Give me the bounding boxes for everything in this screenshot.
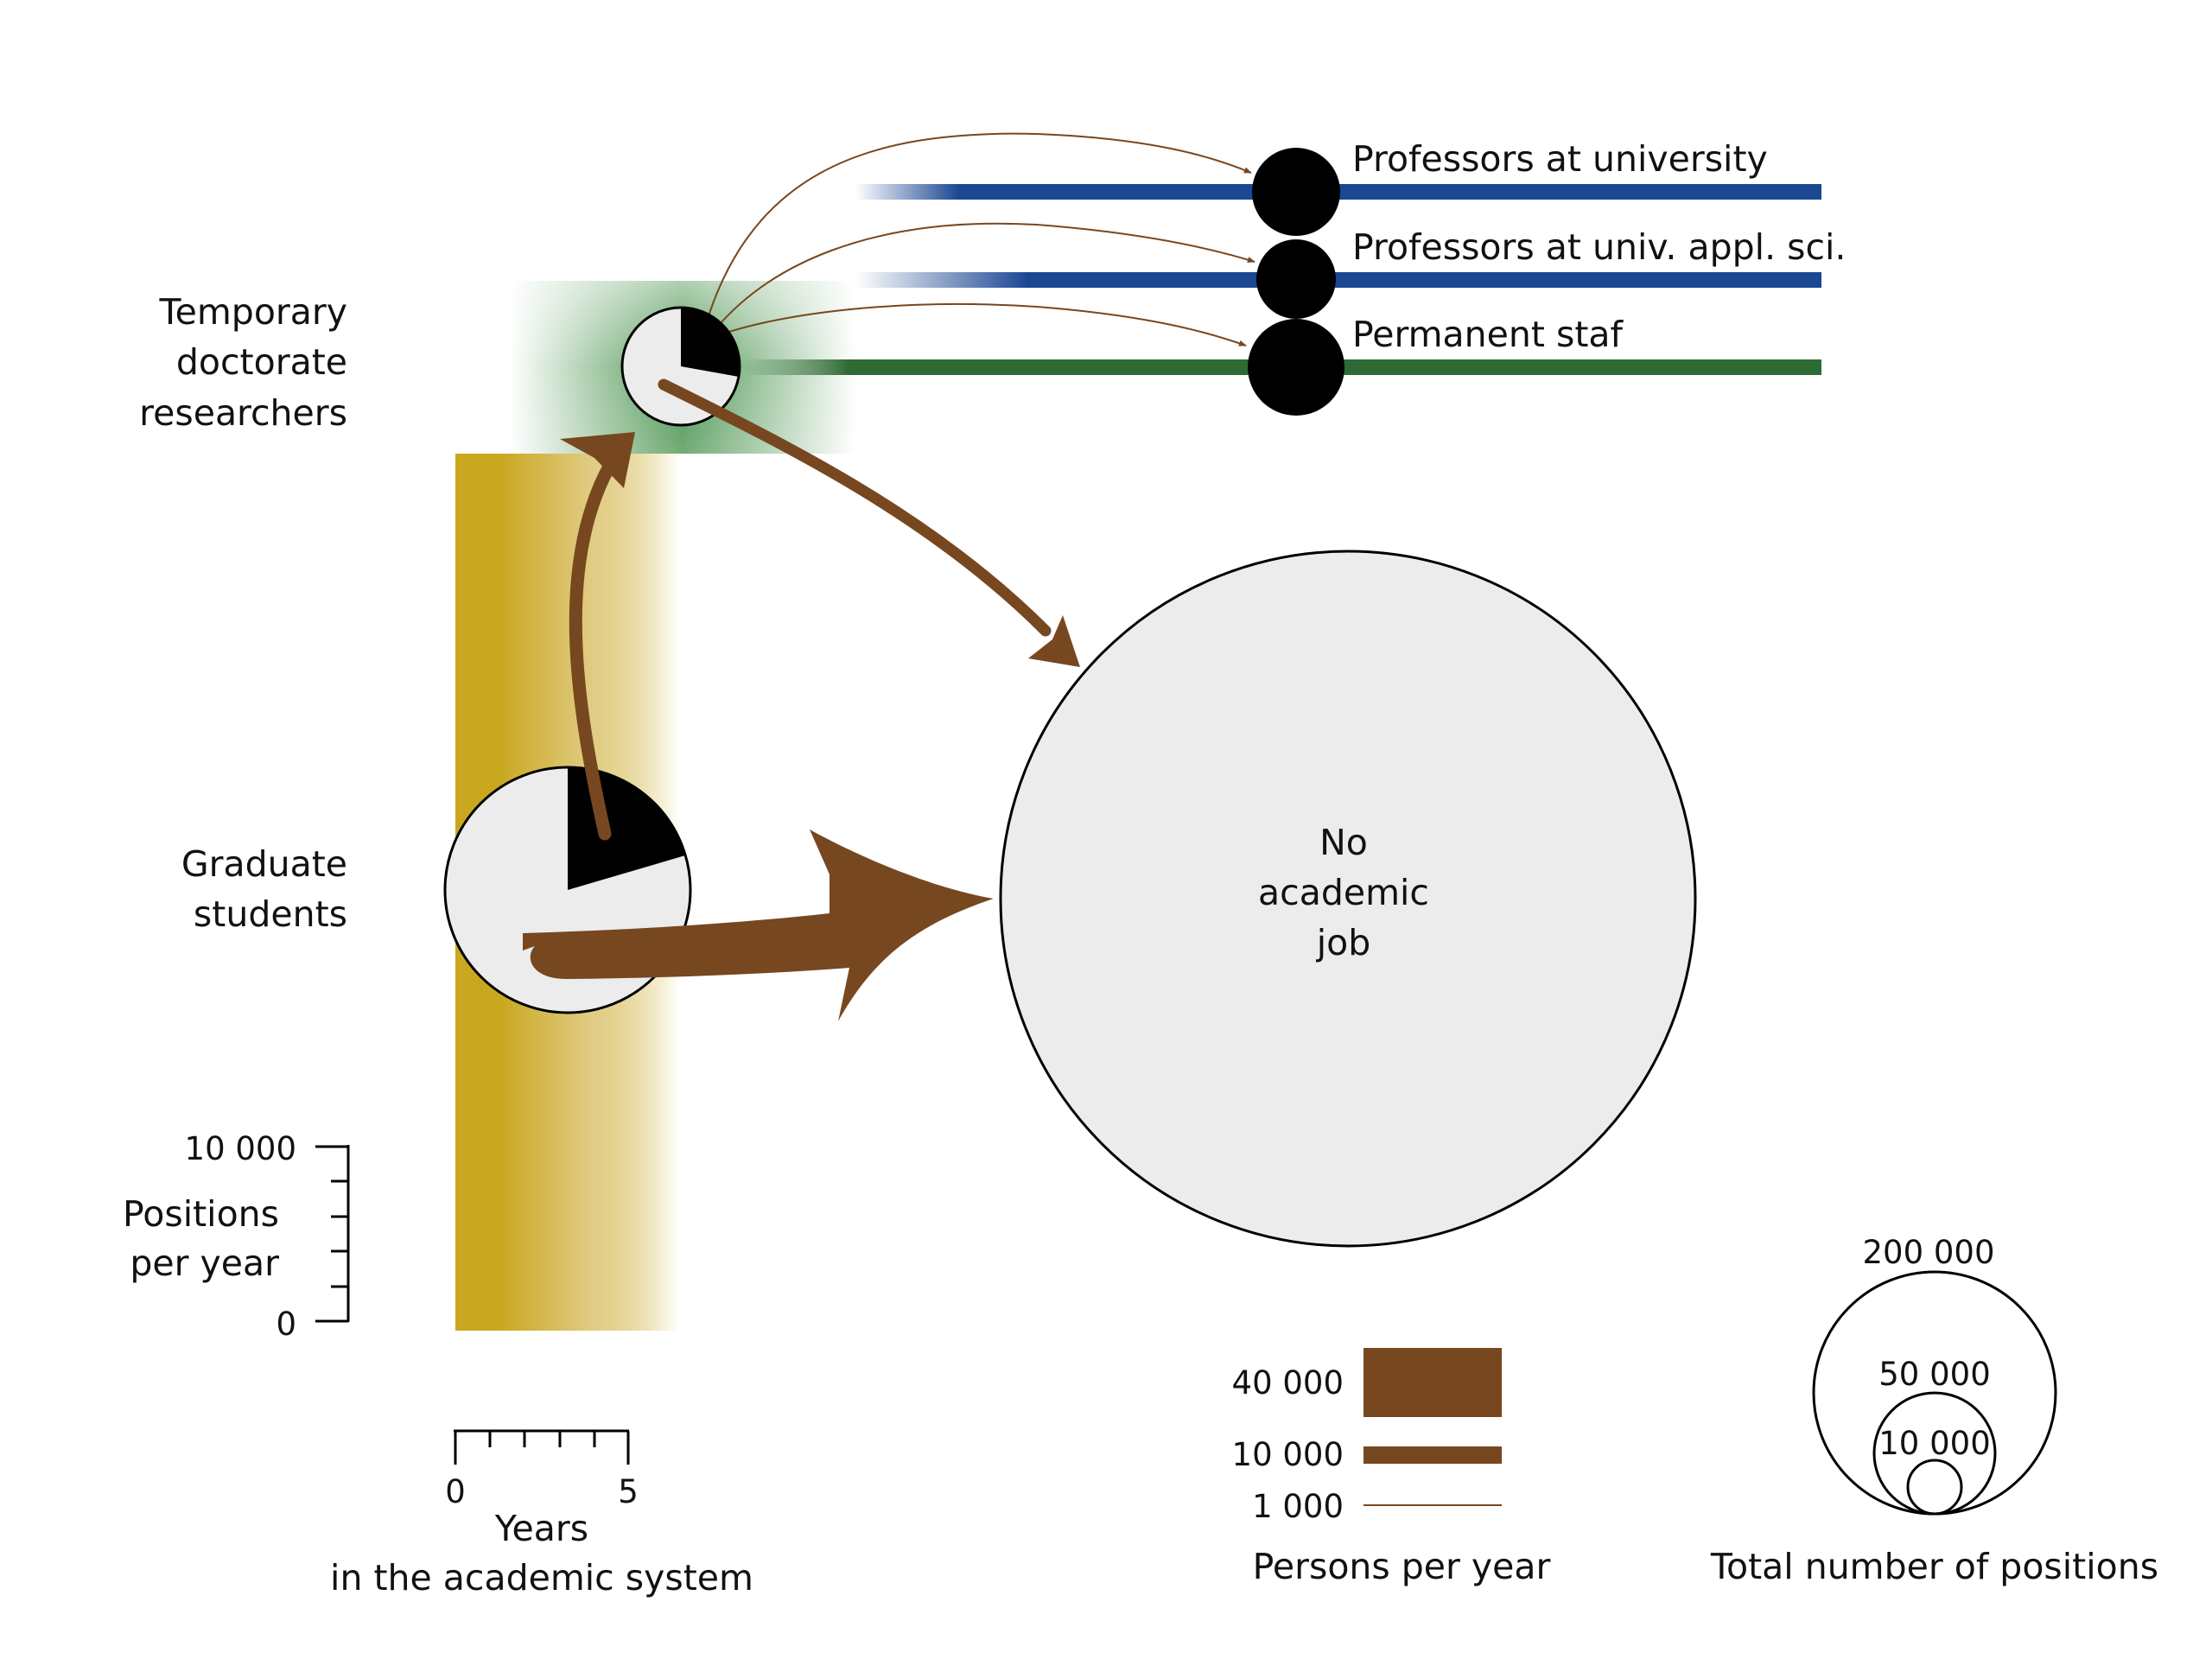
flow-legend-swatch-10000 [1363, 1446, 1502, 1464]
no-academic-job-circle [999, 550, 1697, 1248]
years-axis-min: 0 [445, 1473, 466, 1510]
graduate-students-label: Graduate students [181, 843, 347, 935]
years-axis-label-line-1: Years [494, 1508, 588, 1549]
flow-legend-label-40000: 40 000 [1232, 1364, 1344, 1402]
size-legend-label-10000: 10 000 [1878, 1425, 1990, 1462]
no-academic-job-label: No academic job [1258, 822, 1429, 963]
flow-legend-swatch-1000 [1363, 1504, 1502, 1506]
career-label-uas: Professors at univ. appl. sci. [1352, 226, 1846, 268]
flow-graduate-to-no-job [523, 830, 994, 1021]
no-academic-job-label-line-2: academic [1258, 872, 1429, 913]
positions-axis-label-line-2: per year [130, 1243, 279, 1284]
no-academic-job-label-line-3: job [1316, 922, 1371, 963]
positions-axis-min: 0 [276, 1306, 296, 1343]
flow-legend-label-10000: 10 000 [1232, 1436, 1344, 1473]
positions-axis-max: 10 000 [185, 1130, 296, 1167]
career-line-uas [855, 272, 1028, 288]
size-legend-circle-10000 [1906, 1459, 1963, 1516]
node-professors-uas [1256, 239, 1336, 319]
years-axis-max: 5 [618, 1473, 639, 1510]
size-legend-label-200000: 200 000 [1862, 1234, 1994, 1271]
thin-career-flows [699, 132, 1255, 351]
size-legend-title: Total number of positions [1710, 1546, 2158, 1587]
graduate-students-label-line-2: students [194, 893, 347, 935]
career-line-permanent [745, 359, 849, 375]
temporary-doctorate-label-line-1: Temporary [159, 291, 347, 333]
flow-doctorate-to-no-job [658, 378, 1052, 637]
size-legend-label-50000: 50 000 [1878, 1356, 1990, 1393]
node-professors-university [1252, 148, 1340, 236]
temporary-doctorate-label: Temporary doctorate researchers [139, 291, 347, 434]
flow-to-university [699, 132, 1252, 346]
size-legend: 200 000 50 000 10 000 Total number of po… [1710, 1234, 2158, 1587]
flow-legend-label-1000: 1 000 [1252, 1488, 1344, 1525]
career-nodes [1248, 148, 1344, 416]
flow-legend-swatch-40000 [1363, 1348, 1502, 1417]
career-line-university-solid [957, 184, 1821, 200]
arrowhead-graduate-to-doctorate [560, 432, 635, 488]
positions-axis [315, 1145, 350, 1323]
flow-to-permanent [701, 302, 1247, 346]
flow-to-uas [699, 222, 1255, 351]
career-line-uas-solid [1027, 272, 1821, 288]
years-axis [454, 1429, 630, 1465]
years-axis-label-line-2: in the academic system [330, 1557, 753, 1599]
flow-legend-title: Persons per year [1253, 1546, 1551, 1587]
career-label-permanent: Permanent staf [1352, 314, 1624, 355]
no-academic-job-label-line-1: No [1319, 822, 1368, 863]
arrowhead-doctorate-to-no-job [1028, 615, 1080, 667]
doctorate-pie [620, 306, 741, 427]
flow-graduate-to-doctorate [569, 460, 616, 841]
temporary-doctorate-label-line-3: researchers [139, 392, 347, 434]
node-permanent-staff [1248, 319, 1344, 416]
career-line-university [855, 184, 959, 200]
positions-axis-label-line-1: Positions [123, 1193, 279, 1235]
graduate-students-label-line-1: Graduate [181, 843, 347, 885]
flow-legend: 40 000 10 000 1 000 Persons per year [1232, 1348, 1551, 1587]
main-flows [523, 378, 1080, 1021]
career-label-university: Professors at university [1352, 138, 1768, 180]
temporary-doctorate-label-line-2: doctorate [176, 341, 347, 383]
